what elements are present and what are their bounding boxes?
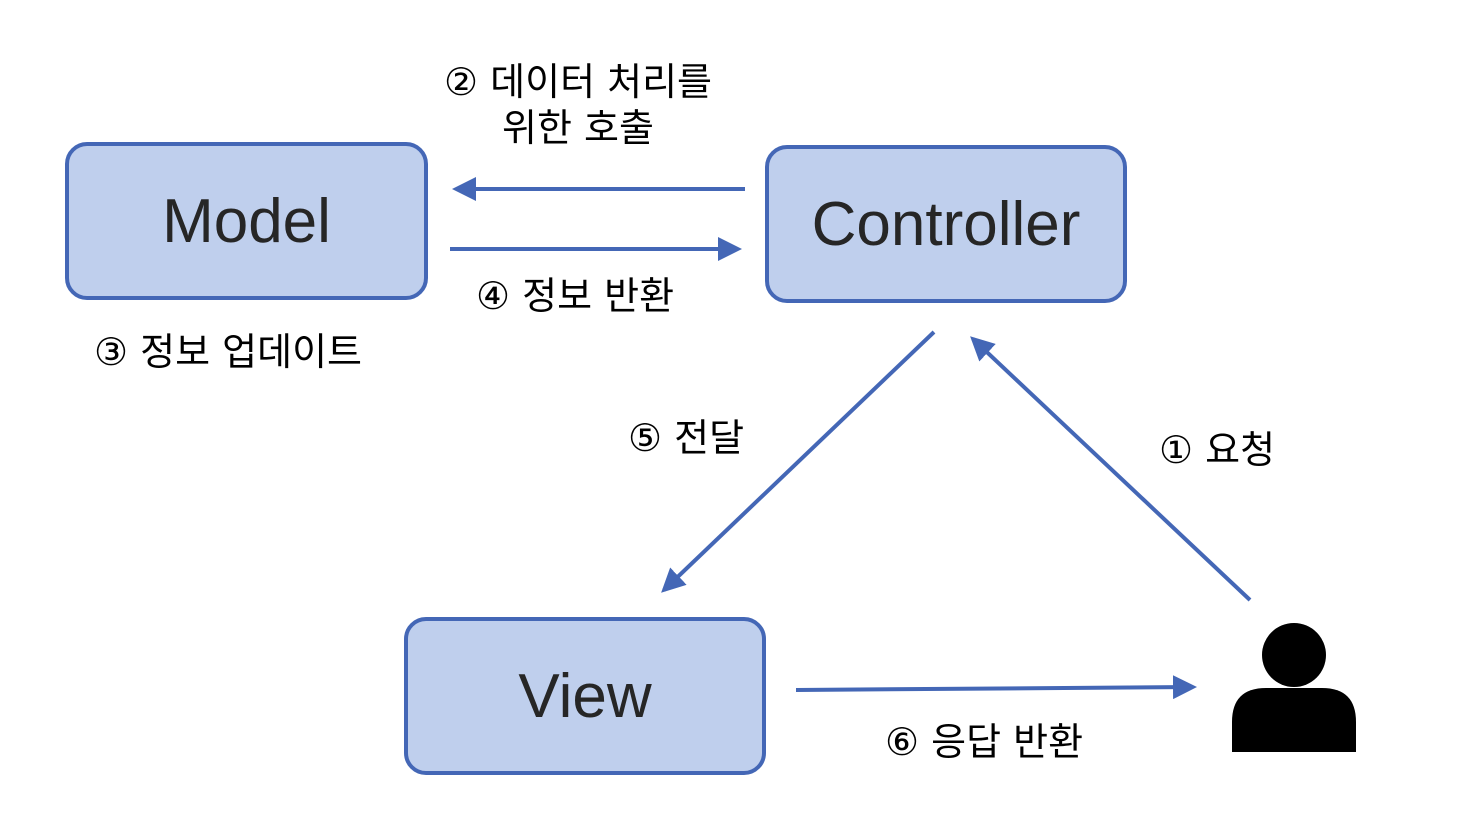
arrow-user-to-controller <box>970 336 1252 602</box>
model-node: Model <box>65 142 428 300</box>
step1-label: ① 요청 <box>1159 428 1276 472</box>
user-icon <box>1232 623 1356 752</box>
controller-label: Controller <box>811 189 1081 259</box>
step6-label: ⑥ 응답 반환 <box>885 720 1084 764</box>
arrow-view-to-user <box>795 675 1197 700</box>
step2-label: ② 데이터 처리를 위한 호출 <box>444 60 712 151</box>
view-node: View <box>404 617 766 775</box>
arrow-controller-to-view <box>661 330 936 593</box>
view-label: View <box>518 661 652 731</box>
step5-label: ⑤ 전달 <box>628 416 745 460</box>
model-label: Model <box>162 186 331 256</box>
step3-label: ③ 정보 업데이트 <box>94 330 362 374</box>
step2-label-line2: 위한 호출 <box>502 105 654 150</box>
controller-node: Controller <box>765 145 1127 303</box>
step2-label-line1: ② 데이터 처리를 <box>444 60 712 104</box>
step4-label: ④ 정보 반환 <box>476 274 675 318</box>
